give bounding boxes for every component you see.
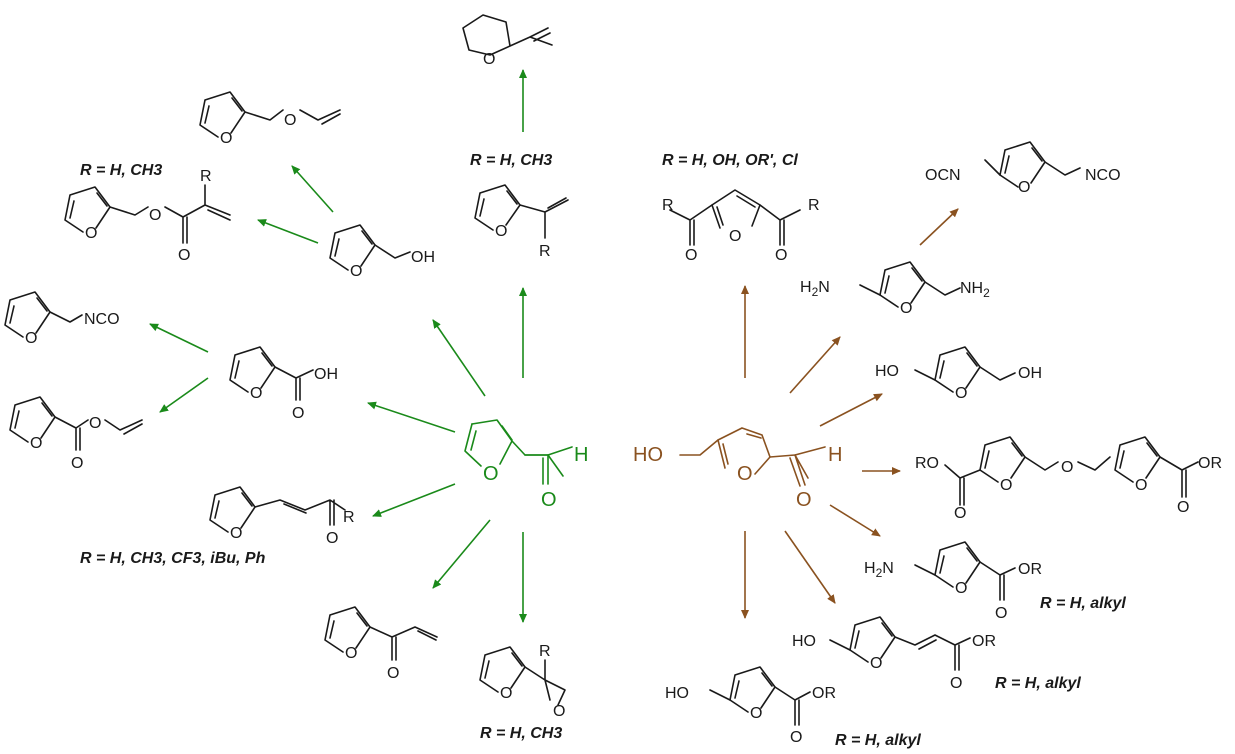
hmf-aldehyde-h: H — [828, 444, 842, 466]
svg-text:O: O — [25, 330, 37, 347]
label-epoxide: R = H, CH3 — [480, 725, 562, 742]
svg-text:O: O — [30, 435, 42, 452]
svg-text:O: O — [790, 729, 802, 746]
furfuryl-vinyl-ether: O O — [199, 91, 341, 147]
label-acrylate: R = H, alkyl — [995, 675, 1081, 692]
svg-text:O: O — [495, 223, 507, 240]
svg-text:O: O — [900, 300, 912, 317]
isopropenyl-furan: O R — [474, 184, 569, 260]
svg-text:OR: OR — [1018, 561, 1042, 578]
label-hydroxy-ester: R = H, alkyl — [835, 732, 921, 749]
svg-text:O: O — [750, 705, 762, 722]
svg-text:OR: OR — [1198, 455, 1222, 472]
svg-text:R: R — [808, 197, 820, 214]
svg-text:HO: HO — [875, 363, 899, 380]
svg-text:O: O — [230, 525, 242, 542]
svg-text:O: O — [292, 405, 304, 422]
svg-text:HO: HO — [792, 633, 816, 650]
svg-text:O: O — [500, 685, 512, 702]
svg-text:O: O — [220, 130, 232, 147]
svg-text:R: R — [200, 168, 212, 185]
svg-text:O: O — [483, 51, 495, 68]
h2n-label-2: H2N — [864, 560, 894, 580]
svg-text:O: O — [1018, 179, 1030, 196]
furan-diamine: O H2N NH2 — [800, 261, 990, 317]
hmf-molecule: HO O O H — [633, 427, 842, 511]
svg-text:R: R — [539, 643, 551, 660]
hmf-carbonyl-oxygen: O — [796, 489, 812, 511]
svg-text:OR: OR — [972, 633, 996, 650]
svg-text:O: O — [149, 207, 161, 224]
furfural-arrows — [149, 69, 527, 623]
svg-text:O: O — [1061, 459, 1073, 476]
label-furfuryl-methacrylate: R = H, CH3 — [80, 162, 162, 179]
hydroxymethyl-furoate: O HO OR O — [665, 666, 836, 746]
svg-text:O: O — [870, 655, 882, 672]
furfuryl-methacrylate: O O O R — [64, 168, 231, 264]
furfuryl-alcohol: O OH — [329, 224, 435, 280]
svg-text:O: O — [71, 455, 83, 472]
label-amino-ester: R = H, alkyl — [1040, 595, 1126, 612]
furyl-epoxide: O O R — [479, 643, 566, 720]
svg-text:OH: OH — [1018, 365, 1042, 382]
label-chalcone: R = H, CH3, CF3, iBu, Ph — [80, 550, 266, 567]
svg-text:O: O — [387, 665, 399, 682]
furyl-enone: O O R — [209, 486, 355, 547]
svg-text:O: O — [553, 703, 565, 720]
label-vinyl-thf: R = H, CH3 — [470, 152, 552, 169]
svg-text:OCN: OCN — [925, 167, 961, 184]
svg-text:O: O — [685, 247, 697, 264]
furfural-molecule: O O H — [464, 419, 588, 511]
svg-text:OR: OR — [812, 685, 836, 702]
furoic-acid: O O OH — [229, 346, 338, 422]
diacyl-furan: O R R O O — [662, 189, 820, 264]
svg-text:O: O — [1135, 477, 1147, 494]
svg-text:O: O — [89, 415, 101, 432]
furfuryl-isocyanate: O NCO — [4, 291, 120, 347]
hmf-arrows — [741, 208, 959, 619]
svg-text:O: O — [955, 580, 967, 597]
svg-text:O: O — [345, 645, 357, 662]
hmf-acrylate: O HO OR O — [792, 616, 996, 692]
vinyl-furoate: O O O — [9, 396, 143, 472]
svg-text:R: R — [343, 509, 355, 526]
oxybis-furan-ester: O O O RO OR O O — [915, 436, 1222, 522]
svg-text:O: O — [250, 385, 262, 402]
svg-text:O: O — [775, 247, 787, 264]
svg-text:O: O — [995, 605, 1007, 622]
furfural-carbonyl-oxygen: O — [541, 489, 557, 511]
svg-text:O: O — [729, 228, 741, 245]
furfural-aldehyde-h: H — [574, 444, 588, 466]
nh2-label: NH2 — [960, 280, 990, 300]
svg-text:O: O — [954, 505, 966, 522]
svg-text:R: R — [662, 197, 674, 214]
svg-text:O: O — [85, 225, 97, 242]
svg-text:NCO: NCO — [84, 311, 120, 328]
svg-text:O: O — [284, 112, 296, 129]
label-diacyl: R = H, OH, OR', Cl — [662, 152, 798, 169]
svg-text:O: O — [178, 247, 190, 264]
furan-diol: O HO OH — [875, 346, 1042, 402]
svg-text:R: R — [539, 243, 551, 260]
aminomethyl-furoate: O H2N OR O — [864, 541, 1042, 622]
hmf-hydroxyl: HO — [633, 444, 663, 466]
svg-text:O: O — [1177, 499, 1189, 516]
svg-text:OH: OH — [314, 366, 338, 383]
svg-text:RO: RO — [915, 455, 939, 472]
furfural-ring-oxygen: O — [483, 463, 499, 485]
furyl-vinyl-ketone: O O — [324, 606, 438, 682]
svg-text:HO: HO — [665, 685, 689, 702]
svg-text:O: O — [350, 263, 362, 280]
svg-text:O: O — [1000, 477, 1012, 494]
svg-text:OH: OH — [411, 249, 435, 266]
h2n-label: H2N — [800, 279, 830, 299]
svg-text:O: O — [955, 385, 967, 402]
svg-text:O: O — [950, 675, 962, 692]
vinyl-thf: O — [462, 14, 553, 68]
svg-text:NCO: NCO — [1085, 167, 1121, 184]
hmf-ring-oxygen: O — [737, 463, 753, 485]
svg-text:O: O — [326, 530, 338, 547]
furan-diisocyanate: O OCN NCO — [925, 141, 1121, 196]
